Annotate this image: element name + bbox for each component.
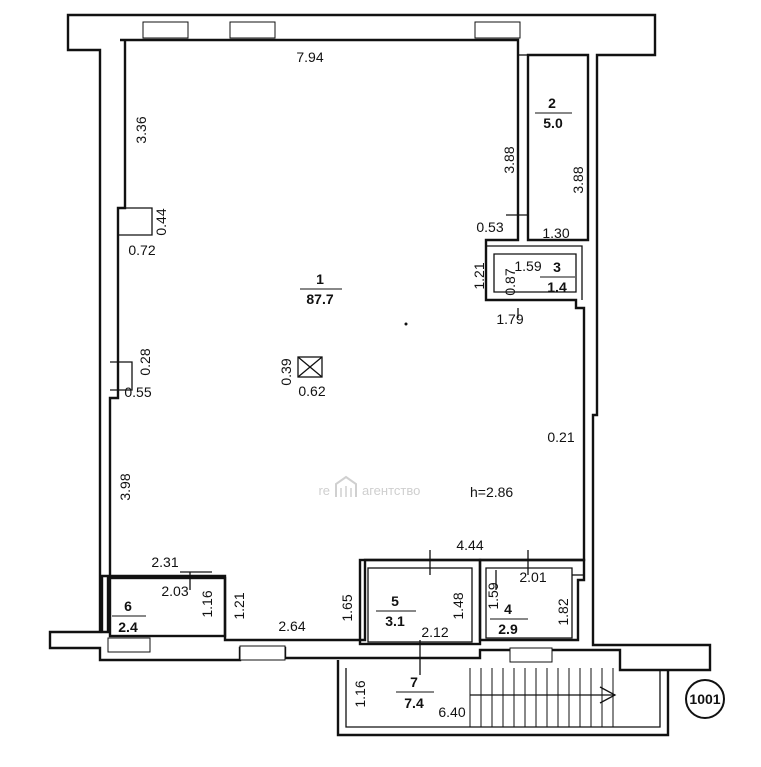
dim-room6-width: 2.03 [161,583,188,599]
dim-room2-right: 3.88 [570,166,586,193]
room-5-number: 5 [391,593,399,609]
plan-number-badge: 1001 [685,679,725,719]
room-2-area: 5.0 [543,115,563,131]
stair-treads [469,668,614,727]
room-4-area: 2.9 [498,621,518,637]
dim-room2-gap: 0.53 [476,219,503,235]
dim-column-h: 0.39 [278,358,294,385]
room-1-number: 1 [316,271,324,287]
dim-room3-inner: 0.87 [502,268,518,295]
dim-room7-width: 6.40 [438,704,465,720]
dimension-ticks [180,214,529,675]
stair-room [336,660,670,737]
dim-bottom-right-width: 4.44 [456,537,483,553]
window [509,647,553,663]
dim-room6-top: 2.31 [151,554,178,570]
windows [107,21,553,663]
room-2-number: 2 [548,95,556,111]
watermark-brand: re [318,483,330,498]
plan-number: 1001 [689,691,720,707]
room-4-number: 4 [504,601,512,617]
room-3-number: 3 [553,259,561,275]
dim-room6-height: 1.16 [199,590,215,617]
outer-walls [48,13,712,672]
room-7-area: 7.4 [404,695,424,711]
dim-left-niche-depth: 0.44 [153,208,169,235]
window [474,21,521,39]
dim-left-mid-width: 0.55 [124,384,151,400]
dim-column-w: 0.62 [298,383,325,399]
marker-dot [404,322,408,326]
room-6-area: 2.4 [118,619,138,635]
dim-room2-left: 3.88 [501,146,517,173]
watermark: re агентство [318,475,420,498]
dim-left-lower: 3.98 [117,473,133,500]
window [229,21,276,39]
dim-room3-width: 1.59 [514,258,541,274]
dim-left-niche-width: 0.72 [128,242,155,258]
dim-left-mid-depth: 0.28 [137,348,153,375]
ceiling-height: h=2.86 [470,484,513,500]
dim-room7-left: 1.16 [352,680,368,707]
room-3-area: 1.4 [547,279,567,295]
dim-room3-bottom: 1.79 [496,311,523,327]
room-1-area: 87.7 [306,291,333,307]
dim-room2-width: 1.30 [542,225,569,241]
dim-room6-right: 1.21 [231,592,247,619]
dim-right-step: 0.21 [547,429,574,445]
room-6-number: 6 [124,598,132,614]
dim-bottom-span: 2.64 [278,618,305,634]
dim-room4-right: 1.82 [555,598,571,625]
dim-room4-height: 1.59 [485,582,501,609]
dim-top-width: 7.94 [296,49,323,65]
dim-room5-right: 1.48 [450,592,466,619]
watermark-name: агентство [362,483,420,498]
room-5-area: 3.1 [385,613,405,629]
window [107,637,151,653]
dim-room5-left: 1.65 [339,594,355,621]
house-logo-icon [335,475,357,497]
dim-left-upper: 3.36 [133,116,149,143]
dim-room5-bottom: 2.12 [421,624,448,640]
dim-room3-height: 1.21 [471,262,487,289]
window [239,645,286,661]
dim-room4-width: 2.01 [519,569,546,585]
window [142,21,189,39]
room-7-number: 7 [410,674,418,690]
dimension-labels: 7.94 3.36 0.44 0.72 0.28 0.55 3.98 0.39 … [117,49,586,720]
column-icon [297,356,323,378]
room-labels: 2 5.0 1 87.7 3 1.4 4 2.9 5 3.1 6 2.4 7 7… [112,95,575,711]
